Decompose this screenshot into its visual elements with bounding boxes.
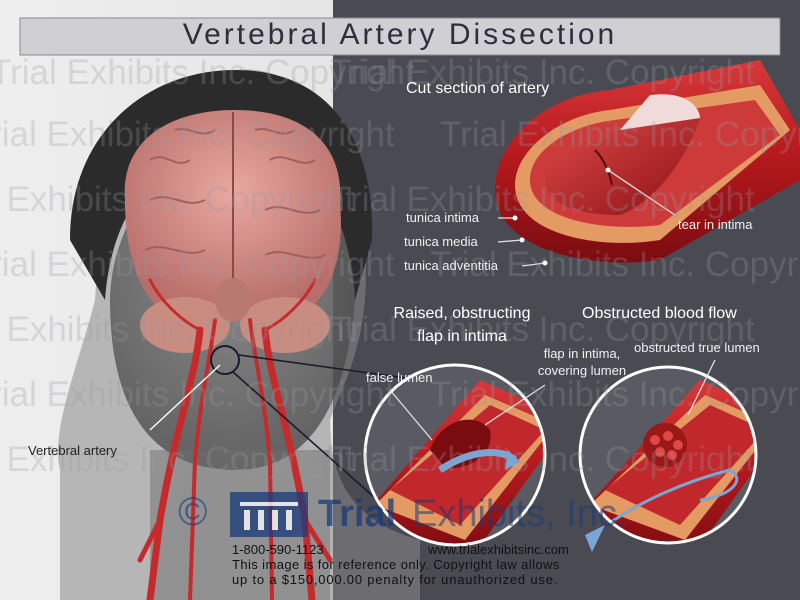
label-tunica-media: tunica media: [404, 234, 478, 249]
copyright-symbol: ©: [178, 490, 208, 534]
copyright-notice-line1: This image is for reference only. Copyri…: [232, 557, 560, 572]
page-title: Vertebral Artery Dissection: [182, 18, 618, 51]
label-false-lumen: false lumen: [366, 370, 433, 385]
website-url: www.trialexhibitsinc.com: [428, 542, 569, 557]
cut-section-artery: [495, 60, 800, 263]
title-bar: [19, 17, 781, 56]
cut-section-leaders: [497, 169, 676, 267]
flow-arrow-head: [585, 525, 605, 552]
zoom-leader-top: [238, 354, 421, 381]
logo-pillars-icon: [230, 492, 308, 537]
copyright-notice-line2: up to a $150,000.00 penalty for unauthor…: [232, 572, 559, 587]
obstruction-zoom-circle: [578, 365, 758, 545]
flap-leaders: [389, 384, 546, 441]
phone-number: 1-800-590-1123: [232, 542, 324, 557]
logo-word-exhibits: Exhibits, Inc.: [412, 493, 628, 535]
label-tear-in-intima: tear in intima: [678, 217, 753, 232]
vertebral-leader: [149, 364, 221, 431]
heading-raised-flap-line1: Raised, obstructing: [393, 305, 531, 322]
brain-illustration: [124, 110, 341, 353]
heading-cut-section: Cut section of artery: [406, 80, 550, 97]
zoom-marker: [210, 345, 240, 375]
label-tunica-intima: tunica intima: [406, 210, 479, 225]
heading-raised-flap-line2: flap in intima: [417, 328, 507, 345]
flap-zoom-circle: [363, 363, 547, 547]
label-obstructed-true-lumen: obstructed true lumen: [634, 340, 760, 355]
label-flap-line1: flap in intima,: [543, 346, 621, 361]
obstruction-leader: [687, 359, 716, 416]
label-vertebral-artery: Vertebral artery: [28, 443, 117, 458]
zoom-leader-bottom: [232, 371, 401, 521]
label-tunica-adventitia: tunica adventitia: [404, 258, 498, 273]
logo-word-trial: Trial: [318, 493, 397, 535]
label-flap-line2: covering lumen: [537, 363, 627, 378]
heading-obstructed-flow: Obstructed blood flow: [582, 305, 737, 322]
